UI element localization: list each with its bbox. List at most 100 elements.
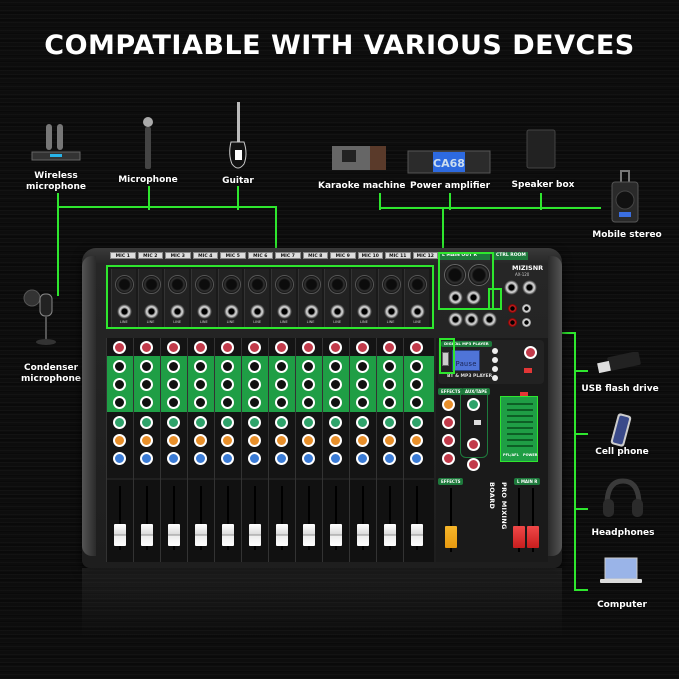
- eq-mid-knob[interactable]: [140, 378, 153, 391]
- gain-knob[interactable]: [410, 341, 423, 354]
- xlr-jack[interactable]: [381, 275, 401, 294]
- pan-knob[interactable]: [140, 452, 153, 465]
- fx-knob[interactable]: [167, 434, 180, 447]
- usb-port[interactable]: [442, 352, 449, 366]
- rca-red-jack[interactable]: [508, 304, 517, 313]
- rca-red-jack[interactable]: [508, 318, 517, 327]
- eq-high-knob[interactable]: [167, 360, 180, 373]
- line-jack[interactable]: [223, 304, 239, 319]
- fx-knob[interactable]: [221, 434, 234, 447]
- line-jack[interactable]: [357, 304, 373, 319]
- gain-knob[interactable]: [140, 341, 153, 354]
- xlr-jack[interactable]: [168, 275, 188, 294]
- fx-knob[interactable]: [113, 434, 126, 447]
- line-jack[interactable]: [250, 304, 266, 319]
- fx-knob[interactable]: [383, 434, 396, 447]
- aux-send-jack[interactable]: [464, 312, 479, 327]
- eq-high-knob[interactable]: [275, 360, 288, 373]
- pan-knob[interactable]: [248, 452, 261, 465]
- channel-fader[interactable]: [168, 524, 180, 546]
- fx-pan-knob[interactable]: [442, 452, 455, 465]
- xlr-jack[interactable]: [221, 275, 241, 294]
- gain-knob[interactable]: [329, 341, 342, 354]
- eq-low-knob[interactable]: [248, 396, 261, 409]
- channel-fader[interactable]: [411, 524, 423, 546]
- eq-high-knob[interactable]: [140, 360, 153, 373]
- aux-knob[interactable]: [329, 416, 342, 429]
- eq-mid-knob[interactable]: [383, 378, 396, 391]
- pan-knob[interactable]: [221, 452, 234, 465]
- eq-mid-knob[interactable]: [329, 378, 342, 391]
- mp3-button[interactable]: [492, 366, 498, 372]
- xlr-jack[interactable]: [115, 275, 134, 294]
- ctrl-room-right-jack[interactable]: [522, 280, 537, 295]
- eq-low-knob[interactable]: [410, 396, 423, 409]
- gain-knob[interactable]: [167, 341, 180, 354]
- gain-knob[interactable]: [383, 341, 396, 354]
- eq-high-knob[interactable]: [356, 360, 369, 373]
- eq-high-knob[interactable]: [383, 360, 396, 373]
- mp3-button[interactable]: [492, 375, 498, 381]
- eq-high-knob[interactable]: [221, 360, 234, 373]
- fx-send-knob[interactable]: [442, 398, 455, 411]
- xlr-jack[interactable]: [275, 275, 295, 294]
- line-jack[interactable]: [383, 304, 399, 319]
- xlr-jack[interactable]: [408, 275, 428, 294]
- xlr-jack[interactable]: [248, 275, 268, 294]
- channel-fader[interactable]: [195, 524, 207, 546]
- eq-low-knob[interactable]: [383, 396, 396, 409]
- gain-knob[interactable]: [356, 341, 369, 354]
- eq-mid-knob[interactable]: [302, 378, 315, 391]
- channel-fader[interactable]: [384, 524, 396, 546]
- tape-input-knob[interactable]: [467, 438, 480, 451]
- fx-knob[interactable]: [410, 434, 423, 447]
- main-out-right-xlr[interactable]: [468, 264, 490, 286]
- eq-low-knob[interactable]: [167, 396, 180, 409]
- aux-knob[interactable]: [302, 416, 315, 429]
- aux-knob[interactable]: [140, 416, 153, 429]
- fx-rep-knob[interactable]: [442, 434, 455, 447]
- eq-mid-knob[interactable]: [275, 378, 288, 391]
- eq-mid-knob[interactable]: [248, 378, 261, 391]
- main-out-right-jack[interactable]: [466, 290, 481, 305]
- fx-knob[interactable]: [140, 434, 153, 447]
- eq-high-knob[interactable]: [329, 360, 342, 373]
- main-right-fader[interactable]: [527, 526, 539, 548]
- rca-white-jack[interactable]: [522, 318, 531, 327]
- fx-knob[interactable]: [248, 434, 261, 447]
- gain-knob[interactable]: [248, 341, 261, 354]
- fx-delay-knob[interactable]: [442, 416, 455, 429]
- pan-knob[interactable]: [329, 452, 342, 465]
- aux-knob[interactable]: [383, 416, 396, 429]
- eq-mid-knob[interactable]: [410, 378, 423, 391]
- mp3-button[interactable]: [492, 357, 498, 363]
- phones-jack[interactable]: [448, 312, 463, 327]
- red-switch[interactable]: [520, 392, 528, 397]
- fx-knob[interactable]: [275, 434, 288, 447]
- pan-knob[interactable]: [410, 452, 423, 465]
- line-jack[interactable]: [277, 304, 293, 319]
- ctrl-room-left-jack[interactable]: [504, 280, 519, 295]
- xlr-jack[interactable]: [355, 275, 375, 294]
- eq-low-knob[interactable]: [140, 396, 153, 409]
- gain-knob[interactable]: [221, 341, 234, 354]
- main-left-fader[interactable]: [513, 526, 525, 548]
- fx-knob[interactable]: [329, 434, 342, 447]
- channel-fader[interactable]: [222, 524, 234, 546]
- line-jack[interactable]: [143, 304, 159, 319]
- eq-high-knob[interactable]: [410, 360, 423, 373]
- eq-high-knob[interactable]: [194, 360, 207, 373]
- effects-fader[interactable]: [445, 526, 457, 548]
- aux-knob[interactable]: [221, 416, 234, 429]
- gain-knob[interactable]: [113, 341, 126, 354]
- aux-knob[interactable]: [113, 416, 126, 429]
- channel-fader[interactable]: [303, 524, 315, 546]
- eq-mid-knob[interactable]: [194, 378, 207, 391]
- line-jack[interactable]: [117, 304, 132, 319]
- pan-knob[interactable]: [356, 452, 369, 465]
- xlr-jack[interactable]: [195, 275, 215, 294]
- eq-low-knob[interactable]: [302, 396, 315, 409]
- eq-high-knob[interactable]: [302, 360, 315, 373]
- eq-high-knob[interactable]: [248, 360, 261, 373]
- channel-fader[interactable]: [249, 524, 261, 546]
